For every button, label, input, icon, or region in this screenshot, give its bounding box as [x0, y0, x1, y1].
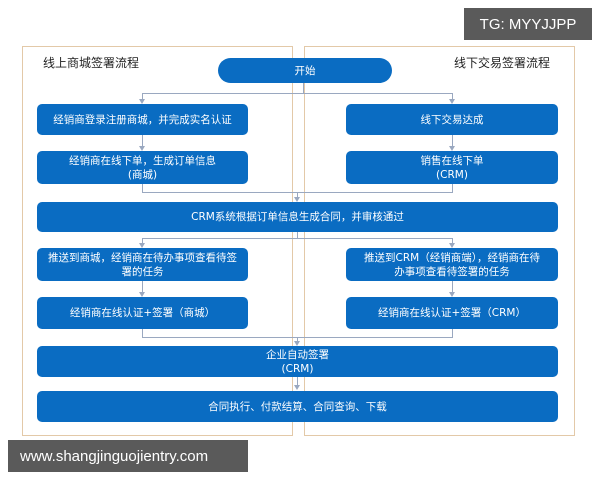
connector-shared1-down	[297, 232, 298, 238]
node-generate-contract-label: CRM系统根据订单信息生成合同，并审核通过	[191, 211, 404, 223]
arrow-down-icon	[449, 99, 455, 104]
node-left-push: 推送到商城，经销商在待办事项查看待签 署的任务	[37, 248, 248, 281]
node-left-sign: 经销商在线认证+签署（商城）	[37, 297, 248, 329]
connector-right-drop-2	[452, 238, 453, 244]
node-left-push-line2: 署的任务	[121, 265, 164, 278]
arrow-down-icon	[139, 99, 145, 104]
connector-left-merge-down	[142, 184, 143, 192]
arrow-down-icon	[449, 292, 455, 297]
node-right-push: 推送到CRM（经销商端），经销商在待 办事项查看待签署的任务	[346, 248, 558, 281]
connector-left-3-4	[142, 281, 143, 293]
node-right-order-line2: (CRM)	[436, 168, 468, 181]
node-contract-execution-label: 合同执行、付款结算、合同查询、下载	[208, 400, 387, 413]
node-left-register-label: 经销商登录注册商城，并完成实名认证	[53, 113, 232, 126]
arrow-down-icon	[294, 197, 300, 202]
node-contract-execution: 合同执行、付款结算、合同查询、下载	[37, 391, 558, 422]
node-left-order-line1: 经销商在线下单，生成订单信息	[69, 154, 216, 167]
connector-shared2-3	[297, 377, 298, 386]
connector-right-merge-down	[452, 184, 453, 192]
connector-left-drop-2	[142, 238, 143, 244]
connector-start-down	[303, 82, 304, 93]
connector-right-1-2	[452, 135, 453, 147]
connector-split-2	[142, 238, 453, 239]
node-auto-sign-line2: (CRM)	[281, 362, 314, 375]
arrow-down-icon	[449, 243, 455, 248]
node-left-order: 经销商在线下单，生成订单信息 (商城)	[37, 151, 248, 184]
arrow-down-icon	[449, 146, 455, 151]
connector-right-drop-1	[452, 93, 453, 101]
arrow-down-icon	[139, 243, 145, 248]
node-right-deal: 线下交易达成	[346, 104, 558, 135]
connector-right-merge2-down	[452, 329, 453, 337]
connector-merge-1-down	[297, 192, 298, 198]
connector-left-drop-1	[142, 93, 143, 101]
node-right-deal-label: 线下交易达成	[420, 113, 484, 126]
watermark-bottom-text: www.shangjinguojientry.com	[20, 447, 209, 465]
connector-split-top	[142, 93, 453, 94]
arrow-down-icon	[139, 146, 145, 151]
node-left-push-line1: 推送到商城，经销商在待办事项查看待签	[48, 251, 237, 264]
node-right-push-line1: 推送到CRM（经销商端），经销商在待	[364, 251, 540, 264]
node-right-order-line1: 销售在线下单	[420, 154, 484, 167]
node-right-sign: 经销商在线认证+签署（CRM）	[346, 297, 558, 329]
node-generate-contract: CRM系统根据订单信息生成合同，并审核通过	[37, 202, 558, 232]
lane-title-online: 线上商城签署流程	[43, 56, 140, 70]
node-right-order: 销售在线下单 (CRM)	[346, 151, 558, 184]
node-left-order-line2: (商城)	[127, 168, 158, 181]
node-auto-sign: 企业自动签署 (CRM)	[37, 346, 558, 377]
arrow-down-icon	[294, 341, 300, 346]
node-left-sign-label: 经销商在线认证+签署（商城）	[69, 307, 216, 319]
connector-left-1-2	[142, 135, 143, 147]
watermark-bottom: www.shangjinguojientry.com	[8, 440, 248, 472]
node-start: 开始	[218, 58, 392, 83]
node-auto-sign-line1: 企业自动签署	[266, 348, 329, 361]
node-right-sign-label: 经销商在线认证+签署（CRM）	[378, 307, 526, 319]
arrow-down-icon	[294, 385, 300, 390]
node-start-label: 开始	[294, 64, 316, 77]
watermark-top: TG: MYYJJPP	[464, 8, 592, 40]
connector-left-merge2-down	[142, 329, 143, 337]
connector-right-3-4	[452, 281, 453, 293]
connector-merge-2-down	[297, 337, 298, 342]
arrow-down-icon	[139, 292, 145, 297]
node-left-register: 经销商登录注册商城，并完成实名认证	[37, 104, 248, 135]
lane-title-offline: 线下交易签署流程	[454, 56, 551, 70]
node-right-push-line2: 办事项查看待签署的任务	[394, 265, 510, 278]
watermark-top-text: TG: MYYJJPP	[479, 15, 577, 33]
